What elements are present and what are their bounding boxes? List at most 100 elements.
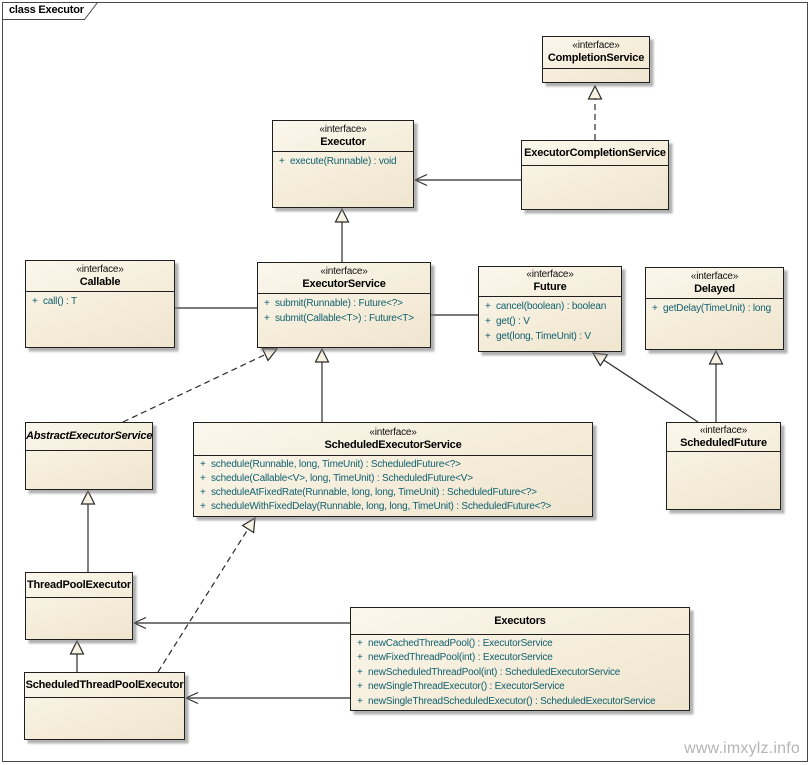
- class-box-completionservice: «interface» CompletionService: [542, 36, 650, 83]
- class-name: ExecutorService: [302, 277, 386, 290]
- class-name: Executors: [494, 614, 546, 627]
- method-signature: execute(Runnable) : void: [290, 156, 397, 167]
- visibility-marker: +: [357, 681, 363, 693]
- method-row: + getDelay(TimeUnit) : long: [646, 301, 783, 316]
- visibility-marker: +: [485, 316, 491, 327]
- visibility-marker: +: [264, 313, 270, 324]
- methods-compartment: + getDelay(TimeUnit) : long: [646, 298, 783, 350]
- visibility-marker: +: [485, 301, 491, 312]
- method-row: + execute(Runnable) : void: [273, 154, 413, 169]
- method-row: + scheduleWithFixedDelay(Runnable, long, …: [194, 500, 592, 514]
- methods-compartment: +cancel(boolean) : boolean + get() : V +g…: [479, 296, 621, 352]
- class-name: ScheduledThreadPoolExecutor: [25, 678, 184, 691]
- class-name: ScheduledExecutorService: [324, 438, 462, 451]
- class-header: Executors: [351, 608, 689, 634]
- class-header: ThreadPoolExecutor: [26, 573, 132, 597]
- class-header: «interface» Executor: [273, 121, 413, 151]
- visibility-marker: +: [279, 156, 285, 167]
- methods-compartment: + call() : T: [26, 291, 174, 348]
- class-box-scheduledexecutorservice: «interface» ScheduledExecutorService +sc…: [193, 422, 593, 517]
- visibility-marker: +: [200, 473, 206, 484]
- method-row: +cancel(boolean) : boolean: [479, 299, 621, 314]
- visibility-marker: +: [357, 638, 363, 649]
- class-header: «interface» ExecutorService: [258, 263, 430, 293]
- class-header: AbstractExecutorService: [26, 423, 152, 450]
- method-signature: submit(Callable<T>) : Future<T>: [275, 313, 414, 324]
- class-box-scheduledfuture: «interface» ScheduledFuture: [666, 422, 781, 510]
- frame-label: class Executor: [9, 4, 84, 16]
- method-row: +newCachedThreadPool() : ExecutorService: [351, 637, 689, 651]
- methods-compartment: + submit(Runnable) : Future<?> + submit(Ca…: [258, 293, 430, 348]
- class-name: ThreadPoolExecutor: [27, 578, 131, 591]
- methods-compartment: [26, 450, 152, 490]
- class-header: «interface» CompletionService: [543, 37, 649, 68]
- method-row: + newSingleThreadExecutor() : ExecutorSer…: [351, 680, 689, 694]
- visibility-marker: +: [485, 331, 491, 342]
- method-signature: getDelay(TimeUnit) : long: [663, 303, 772, 314]
- method-row: + get() : V: [479, 314, 621, 329]
- visibility-marker: +: [200, 501, 206, 512]
- visibility-marker: +: [652, 303, 658, 314]
- visibility-marker: +: [32, 296, 38, 307]
- class-box-future: «interface» Future +cancel(boolean) : bo…: [478, 266, 622, 352]
- stereotype-label: «interface»: [369, 426, 417, 438]
- class-name: Delayed: [694, 282, 735, 295]
- method-row: +get(long, TimeUnit) : V: [479, 329, 621, 344]
- method-signature: schedule(Runnable, long, TimeUnit) : Sch…: [211, 459, 461, 470]
- method-signature: call() : T: [43, 296, 77, 307]
- visibility-marker: +: [357, 652, 363, 664]
- class-name: Callable: [79, 275, 121, 288]
- method-row: +newScheduledThreadPool(int) : Scheduled…: [351, 666, 689, 680]
- method-signature: newFixedThreadPool(int) : ExecutorServic…: [368, 652, 553, 664]
- class-header: «interface» ScheduledExecutorService: [194, 423, 592, 455]
- methods-compartment: [26, 597, 132, 640]
- visibility-marker: +: [357, 695, 363, 707]
- method-row: + submit(Runnable) : Future<?>: [258, 296, 430, 311]
- method-signature: scheduleWithFixedDelay(Runnable, long, l…: [211, 501, 552, 512]
- visibility-marker: +: [200, 459, 206, 470]
- method-row: + submit(Callable<T>) : Future<T>: [258, 311, 430, 326]
- methods-compartment: + schedule(Runnable, long, TimeUnit) : Sc…: [194, 455, 592, 517]
- class-box-delayed: «interface» Delayed + getDelay(TimeUnit) …: [645, 267, 784, 350]
- stereotype-label: «interface»: [526, 269, 574, 280]
- methods-compartment: [25, 697, 184, 740]
- method-row: + schedule(Runnable, long, TimeUnit) : Sc…: [194, 458, 592, 472]
- method-row: +scheduleAtFixedRate(Runnable, long, lon…: [194, 486, 592, 500]
- class-name: CompletionService: [547, 52, 645, 64]
- class-box-threadpoolexecutor: ThreadPoolExecutor: [25, 572, 133, 640]
- class-name: ScheduledFuture: [680, 436, 767, 449]
- method-signature: submit(Runnable) : Future<?>: [275, 298, 403, 309]
- methods-compartment: + execute(Runnable) : void: [273, 151, 413, 208]
- class-header: «interface» ScheduledFuture: [667, 423, 780, 451]
- method-row: + newSingleThreadScheduledExecutor() : Sc…: [351, 695, 689, 709]
- class-name: ExecutorCompletionService: [524, 146, 666, 159]
- visibility-marker: +: [264, 298, 270, 309]
- class-box-executors: Executors +newCachedThreadPool() : Execu…: [350, 607, 690, 711]
- class-name: Future: [533, 281, 567, 293]
- methods-compartment: +newCachedThreadPool() : ExecutorService…: [351, 634, 689, 711]
- method-row: + schedule(Callable<V>, long, TimeUnit) :…: [194, 472, 592, 486]
- methods-compartment: [667, 451, 780, 510]
- methods-compartment: [522, 165, 668, 210]
- class-header: «interface» Future: [479, 267, 621, 296]
- class-header: ExecutorCompletionService: [522, 141, 668, 165]
- method-signature: newSingleThreadExecutor() : ExecutorServ…: [368, 681, 565, 693]
- stereotype-label: «interface»: [320, 265, 368, 277]
- visibility-marker: +: [357, 666, 363, 678]
- method-signature: scheduleAtFixedRate(Runnable, long, long…: [211, 487, 537, 498]
- method-signature: schedule(Callable<V>, long, TimeUnit) : …: [211, 473, 473, 484]
- stereotype-label: «interface»: [319, 123, 367, 135]
- class-box-executor: «interface» Executor + execute(Runnable) …: [272, 120, 414, 208]
- watermark-text: www.imxylz.info: [684, 740, 800, 757]
- stereotype-label: «interface»: [699, 424, 748, 436]
- method-row: + call() : T: [26, 294, 174, 309]
- method-signature: get() : V: [496, 316, 530, 327]
- method-row: + newFixedThreadPool(int) : ExecutorServi…: [351, 651, 689, 665]
- class-box-callable: «interface» Callable +call() : T: [25, 260, 175, 348]
- method-signature: newSingleThreadScheduledExecutor() : Sch…: [368, 695, 656, 707]
- methods-compartment: [543, 68, 649, 83]
- class-header: «interface» Delayed: [646, 268, 783, 298]
- class-box-scheduledthreadpoolexecutor: ScheduledThreadPoolExecutor: [24, 672, 185, 740]
- stereotype-label: «interface»: [690, 270, 739, 282]
